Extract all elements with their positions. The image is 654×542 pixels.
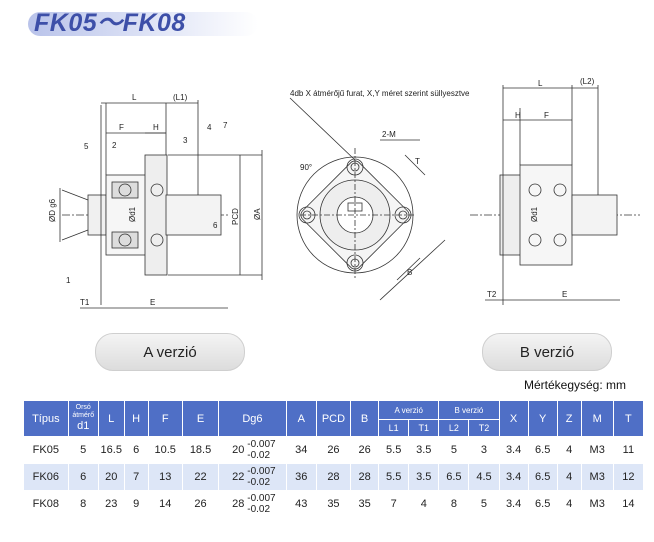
col-T2: T2 [468,419,500,437]
col-type: Típus [23,400,69,437]
col-L: L [97,400,125,437]
svg-text:H: H [153,123,159,132]
unit-note: Mértékegység: mm [523,378,626,392]
svg-text:2: 2 [112,141,117,150]
col-Y: Y [527,400,558,437]
col-Z: Z [556,400,582,437]
version-a-label: A verzió [95,333,245,371]
svg-text:H: H [515,111,521,120]
col-M: M [580,400,614,437]
col-H: H [123,400,149,437]
title-banner [28,12,258,36]
col-L1: L1 [378,419,410,437]
svg-text:E: E [562,290,567,299]
svg-text:F: F [119,123,124,132]
svg-text:T: T [415,157,420,166]
svg-text:5: 5 [84,142,89,151]
svg-text:T1: T1 [80,298,90,307]
technical-drawing: L (L1) F H ØD g6 Ød1 PCD ØA T1 E 1 2 3 4… [48,77,640,309]
col-F: F [147,400,183,437]
svg-text:L: L [538,79,543,88]
svg-text:(L2): (L2) [580,77,595,86]
col-PCD: PCD [315,400,352,437]
svg-text:4db X átmérőjű furat, X,Y mére: 4db X átmérőjű furat, X,Y méret szerint … [290,89,470,98]
col-X: X [498,400,529,437]
version-b-label: B verzió [482,333,612,371]
col-T1: T1 [408,419,440,437]
col-b-version: B verzió [438,400,500,420]
svg-text:2-M: 2-M [382,130,396,139]
svg-text:T2: T2 [487,290,497,299]
svg-text:F: F [544,111,549,120]
col-Dg6: Dg6 [218,400,287,437]
svg-text:E: E [150,298,155,307]
page-title: FK05～FK08 [34,9,186,37]
svg-text:3: 3 [183,136,188,145]
svg-text:4: 4 [207,123,212,132]
col-E: E [181,400,220,437]
svg-text:90°: 90° [300,163,312,172]
svg-text:Ød1: Ød1 [530,206,539,222]
col-T: T [612,400,645,437]
svg-text:(L1): (L1) [173,93,188,102]
svg-text:B: B [407,268,412,277]
svg-text:Ød1: Ød1 [128,206,137,222]
svg-text:ØD g6: ØD g6 [48,198,57,222]
col-L2: L2 [438,419,470,437]
col-B: B [350,400,380,437]
svg-text:7: 7 [223,121,228,130]
svg-text:ØA: ØA [253,208,262,220]
svg-text:L: L [132,93,137,102]
svg-text:1: 1 [66,276,71,285]
col-a-version: A verzió [378,400,440,420]
col-A: A [285,400,317,437]
svg-text:PCD: PCD [231,208,240,225]
svg-text:6: 6 [213,221,218,230]
